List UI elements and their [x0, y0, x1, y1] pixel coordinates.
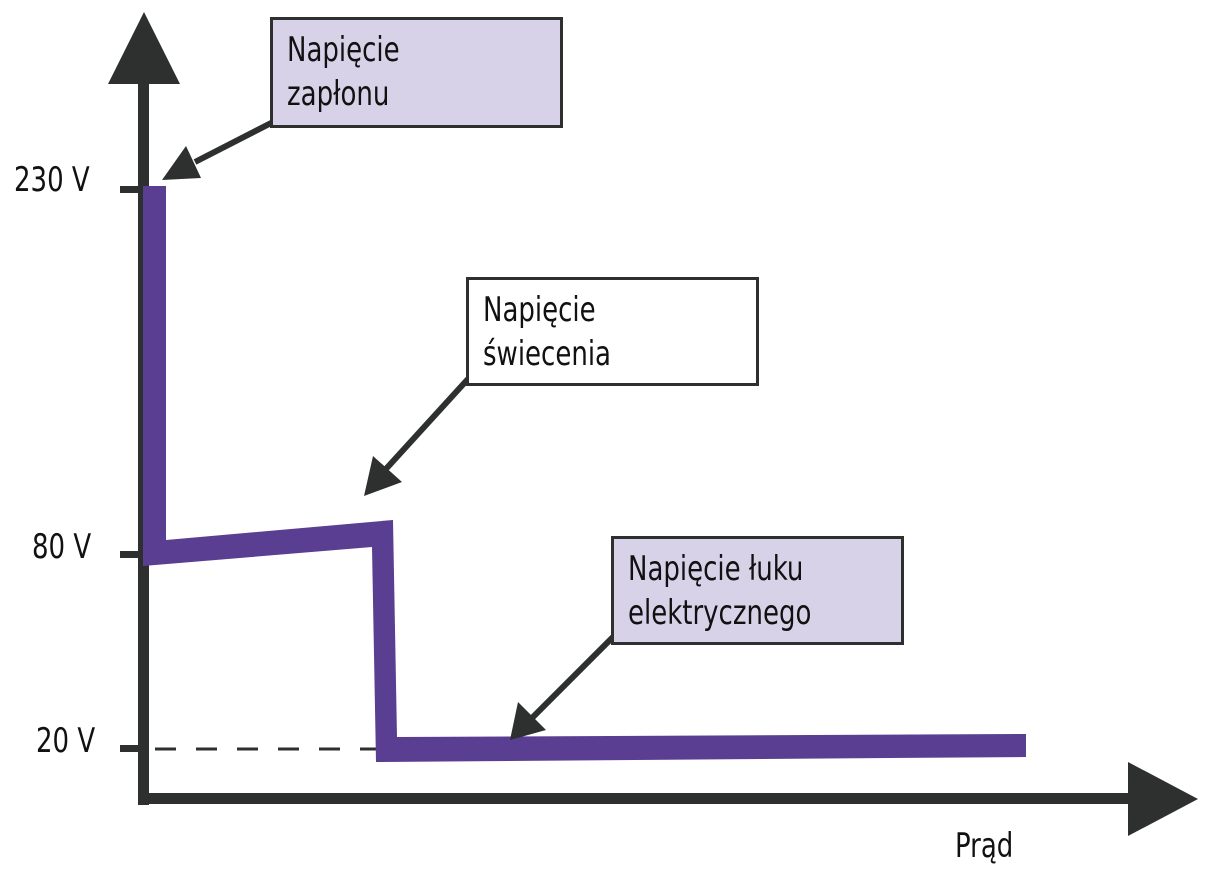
- voltage-curve: [143, 186, 1026, 762]
- x-axis-arrowhead: [1128, 762, 1198, 836]
- tick-80: [120, 551, 142, 558]
- tick-20: [120, 745, 142, 752]
- callout-line: elektrycznego: [628, 593, 812, 633]
- callout-arc-voltage: Napięcie łuku elektrycznego: [611, 536, 904, 645]
- callout-line: zapłonu: [287, 74, 390, 114]
- tick-230: [120, 186, 142, 193]
- callout-line: Napięcie: [287, 30, 400, 70]
- callout-line: Napięcie: [483, 290, 596, 330]
- arrowhead-swiecenie: [364, 456, 402, 496]
- callout-line: Napięcie łuku: [628, 549, 804, 589]
- x-axis: [138, 793, 1138, 804]
- arrowhead-zaplon: [162, 146, 201, 180]
- y-axis-arrowhead: [108, 12, 180, 84]
- callout-arrow-zaplon: [193, 119, 275, 165]
- y-tick-label-230: 230 V: [14, 160, 90, 200]
- callout-ignition-voltage: Napięcie zapłonu: [270, 17, 563, 128]
- arrowhead-luk: [510, 702, 546, 740]
- callout-arrow-luk: [529, 634, 616, 721]
- x-axis-label: Prąd: [955, 826, 1014, 866]
- callout-arrow-swiecenie: [382, 376, 471, 473]
- callout-line: świecenia: [483, 334, 611, 374]
- y-tick-label-80: 80 V: [32, 527, 92, 567]
- callout-glow-voltage: Napięcie świecenia: [466, 277, 759, 386]
- y-tick-label-20: 20 V: [36, 721, 96, 761]
